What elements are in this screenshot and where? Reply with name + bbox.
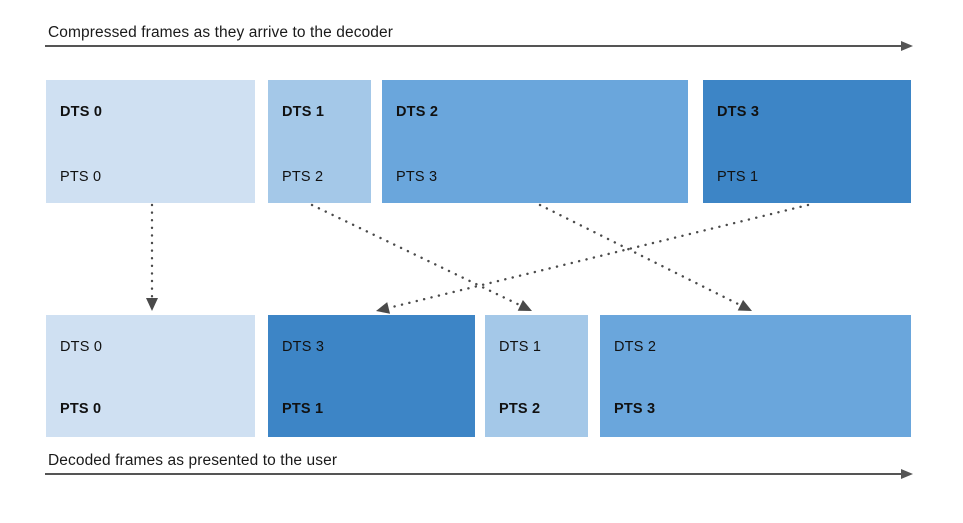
frame-dts-label: DTS 1 <box>282 104 325 120</box>
frame-dts-label: DTS 3 <box>282 339 325 355</box>
connector-dts2-to-pts3 <box>538 203 752 311</box>
frame-pts-label: PTS 1 <box>282 401 324 417</box>
frame-dts-label: DTS 1 <box>499 339 542 355</box>
frame-pts-label: PTS 0 <box>60 169 102 185</box>
connector-dts0-to-pts0 <box>146 203 158 311</box>
frame-dts-label: DTS 3 <box>717 104 760 120</box>
frame-dts-label: DTS 2 <box>396 104 439 120</box>
frame-box[interactable]: DTS 3 PTS 1 <box>703 80 911 203</box>
frame-pts-label: PTS 2 <box>499 401 541 417</box>
connector-dts1-to-pts2 <box>310 203 532 311</box>
arrowhead-icon <box>376 302 391 314</box>
frame-pts-label: PTS 0 <box>60 401 102 417</box>
connector-dts3-to-pts1 <box>376 203 810 314</box>
frame-dts-label: DTS 0 <box>60 339 103 355</box>
arrowhead-icon <box>517 299 532 311</box>
frame-dts-label: DTS 0 <box>60 104 103 120</box>
arrowhead-icon <box>737 299 752 311</box>
frame-box[interactable]: DTS 0 PTS 0 <box>46 80 255 203</box>
arrowhead-icon <box>146 298 158 311</box>
frame-pts-label: PTS 1 <box>717 169 759 185</box>
frame-pts-label: PTS 3 <box>396 169 438 185</box>
bottom-axis-caption: Decoded frames as presented to the user <box>48 452 338 469</box>
frame-dts-label: DTS 2 <box>614 339 657 355</box>
frame-box[interactable]: DTS 3 PTS 1 <box>268 315 475 437</box>
frame-box[interactable]: DTS 1 PTS 2 <box>485 315 588 437</box>
top-axis-arrow-icon <box>45 41 913 51</box>
frame-pts-label: PTS 2 <box>282 169 324 185</box>
bottom-axis-arrow-icon <box>45 469 913 479</box>
frame-box[interactable]: DTS 1 PTS 2 <box>268 80 371 203</box>
top-axis-caption: Compressed frames as they arrive to the … <box>48 24 393 41</box>
frame-pts-label: PTS 3 <box>614 401 656 417</box>
frame-box[interactable]: DTS 2 PTS 3 <box>382 80 688 203</box>
frame-box[interactable]: DTS 2 PTS 3 <box>600 315 911 437</box>
frame-box[interactable]: DTS 0 PTS 0 <box>46 315 255 437</box>
